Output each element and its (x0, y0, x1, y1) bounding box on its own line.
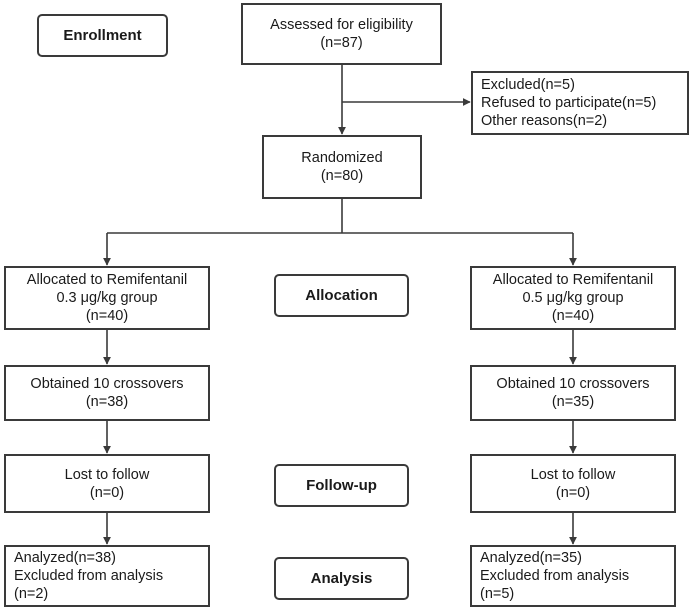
box-text-line: Excluded from analysis (14, 568, 164, 584)
excluded-box: Excluded(n=5) Refused to participate(n=5)… (471, 71, 689, 135)
box-text-line: (n=2) (14, 586, 49, 602)
stage-allocation: Allocation (274, 274, 409, 317)
box-text-line: 0.5 μg/kg group (522, 290, 624, 306)
box-text-line: Other reasons(n=2) (481, 113, 608, 129)
box-text-line: Obtained 10 crossovers (496, 376, 650, 392)
box-text-line: (n=5) (480, 586, 515, 602)
box-text-line: Analyzed(n=38) (14, 550, 116, 566)
box-text-line: (n=87) (320, 35, 363, 51)
box-text-line: (n=40) (551, 308, 595, 324)
box-text-line: Randomized (301, 150, 383, 166)
box-text-line: (n=40) (85, 308, 129, 324)
box-text-line: Allocated to Remifentanil (492, 272, 654, 288)
box-text-line: (n=35) (551, 394, 595, 410)
box-text-line: Assessed for eligibility (270, 17, 413, 33)
right-analyzed-box: Analyzed(n=35) Excluded from analysis (n=5… (470, 545, 676, 607)
left-crossovers-box: Obtained 10 crossovers (n=38) (4, 365, 210, 421)
box-text-line: Refused to participate(n=5) (481, 95, 657, 111)
box-text-line: (n=38) (85, 394, 129, 410)
right-crossovers-box: Obtained 10 crossovers (n=35) (470, 365, 676, 421)
box-text-line: 0.3 μg/kg group (56, 290, 158, 306)
box-text-line: Excluded(n=5) (481, 77, 575, 93)
right-lost-box: Lost to follow(n=0) (470, 454, 676, 513)
stage-follow-up: Follow-up (274, 464, 409, 507)
right-allocated-box: Allocated to Remifentanil 0.5 μg/kg group… (470, 266, 676, 330)
left-analyzed-box: Analyzed(n=38) Excluded from analysis (n=2… (4, 545, 210, 607)
box-text-line: Lost to follow (64, 466, 150, 483)
left-allocated-box: Allocated to Remifentanil 0.3 μg/kg group… (4, 266, 210, 330)
box-text-line: Analyzed(n=35) (480, 550, 582, 566)
left-lost-box: Lost to follow(n=0) (4, 454, 210, 513)
randomized-box: Randomized (n=80) (262, 135, 422, 199)
box-text-line: Excluded from analysis (480, 568, 630, 584)
box-text-line: Lost to follow (530, 466, 616, 483)
box-text-line: (n=0) (555, 484, 591, 501)
box-text-line: Obtained 10 crossovers (30, 376, 184, 392)
box-text-line: (n=80) (320, 168, 364, 184)
stage-analysis: Analysis (274, 557, 409, 600)
box-text-line: (n=0) (89, 484, 125, 501)
stage-enrollment: Enrollment (37, 14, 168, 57)
assessed-box: Assessed for eligibility (n=87) (241, 3, 442, 65)
box-text-line: Allocated to Remifentanil (26, 272, 188, 288)
